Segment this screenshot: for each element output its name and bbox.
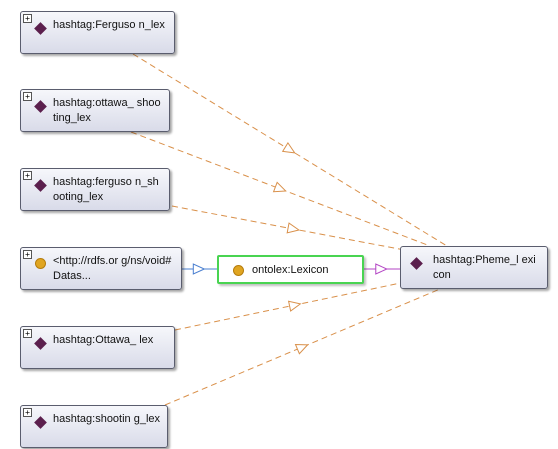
expand-icon[interactable]: + bbox=[23, 14, 32, 23]
node-ottawa-shooting-lex[interactable]: + hashtag:ottawa_ shooting_lex bbox=[20, 89, 170, 132]
expand-icon[interactable]: + bbox=[23, 408, 32, 417]
node-shooting-lex[interactable]: + hashtag:shootin g_lex bbox=[20, 405, 168, 448]
class-circle-icon bbox=[35, 258, 46, 269]
instance-edge bbox=[130, 131, 431, 247]
expand-icon[interactable]: + bbox=[23, 250, 32, 259]
instance-arrow-icon bbox=[286, 222, 301, 234]
node-ferguson-shooting-lex[interactable]: + hashtag:ferguso n_shooting_lex bbox=[20, 168, 170, 211]
node-label: <http://rdfs.or g/ns/void#Datas... bbox=[53, 255, 172, 282]
individual-diamond-icon bbox=[410, 257, 423, 270]
node-label: hashtag:Ferguso n_lex bbox=[53, 19, 165, 31]
node-ferguson-lex[interactable]: + hashtag:Ferguso n_lex bbox=[20, 11, 175, 54]
instance-arrow-icon bbox=[281, 141, 296, 154]
node-void-dataset[interactable]: + <http://rdfs.or g/ns/void#Datas... bbox=[20, 247, 182, 290]
class-circle-icon bbox=[233, 265, 244, 276]
individual-diamond-icon bbox=[34, 416, 47, 429]
individual-diamond-icon bbox=[34, 179, 47, 192]
node-label: hashtag:shootin g_lex bbox=[53, 413, 161, 425]
instance-arrow-icon bbox=[294, 344, 309, 355]
individual-diamond-icon bbox=[34, 337, 47, 350]
expand-icon[interactable]: + bbox=[23, 92, 32, 101]
expand-icon[interactable]: + bbox=[23, 329, 32, 338]
node-label: hashtag:ottawa_ shooting_lex bbox=[53, 97, 161, 124]
node-ontolex-lexicon[interactable]: ontolex:Lexicon bbox=[217, 255, 364, 284]
node-label: hashtag:Pheme_l exicon bbox=[433, 254, 536, 281]
expand-icon[interactable]: + bbox=[23, 171, 32, 180]
node-ottawa-lex[interactable]: + hashtag:Ottawa_ lex bbox=[20, 326, 175, 369]
subclass-arrow-icon bbox=[192, 263, 206, 275]
individual-diamond-icon bbox=[34, 22, 47, 35]
type-arrow-icon bbox=[375, 263, 388, 275]
instance-arrow-icon bbox=[287, 300, 302, 312]
node-label: hashtag:ferguso n_shooting_lex bbox=[53, 176, 159, 203]
node-label: ontolex:Lexicon bbox=[252, 264, 329, 276]
individual-diamond-icon bbox=[34, 100, 47, 113]
node-label: hashtag:Ottawa_ lex bbox=[53, 334, 154, 346]
node-pheme-lexicon[interactable]: hashtag:Pheme_l exicon bbox=[400, 246, 548, 289]
instance-arrow-icon bbox=[272, 181, 287, 193]
